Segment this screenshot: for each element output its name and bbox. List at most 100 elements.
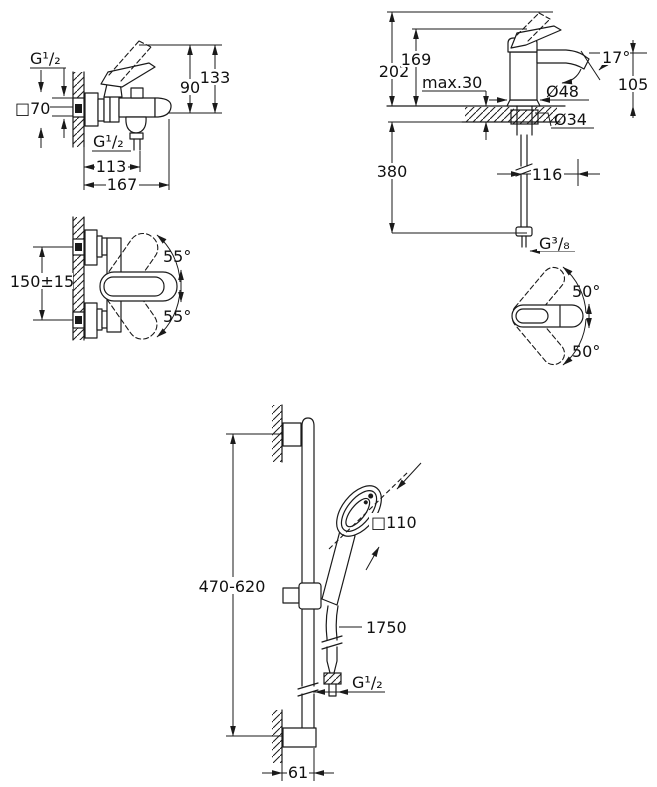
label-deck-max30: max.30 (422, 73, 482, 92)
holder-knob (282, 587, 300, 604)
check-valve (109, 95, 120, 123)
label-wall-offset-61: 61 (288, 763, 308, 782)
spray-nozzle-dot (363, 500, 368, 505)
lever-handle (100, 62, 156, 88)
dimension-lines (562, 266, 592, 366)
shower-rail (301, 417, 315, 687)
label-swing-up-50: 50° (572, 282, 600, 301)
label-backdrop (95, 159, 128, 175)
lever-raised-outline (516, 12, 551, 42)
label-escutcheon-size: □70 (15, 99, 50, 118)
label-height-133: 133 (200, 68, 231, 87)
label-backdrop (199, 69, 231, 85)
label-backdrop (377, 163, 408, 179)
basin-mixer-view: 202 169 max.30 17° 105 Ø48 Ø34 380 116 G… (377, 11, 649, 254)
label-spacing-150: 150±15 (10, 272, 74, 291)
dimension-lines (226, 433, 422, 781)
rail-bracket-top (282, 422, 302, 447)
label-backdrop (537, 234, 575, 251)
diverter-bell (125, 116, 147, 134)
union-nut (103, 96, 111, 123)
label-backdrop (199, 577, 266, 594)
spray-nozzle-dot (368, 493, 374, 499)
label-backdrop (287, 765, 309, 780)
hose-outlet-nut (129, 132, 144, 140)
rail-break-marks (297, 682, 319, 697)
spout (154, 97, 172, 118)
label-backdrop (531, 166, 564, 182)
label-width-167: 167 (107, 175, 138, 194)
union-nut (96, 235, 103, 258)
label-backdrop (12, 273, 73, 289)
union-nut (96, 308, 103, 331)
lever-handle (99, 271, 178, 302)
bath-mixer-plan-view: 55° 55° 150±15 (10, 216, 191, 341)
dimension-lines-upper (387, 11, 553, 140)
label-height-380: 380 (377, 162, 408, 181)
label-thread-top: G¹/₂ (30, 49, 61, 68)
handshower-grip (321, 526, 356, 606)
head-axis-centerline (328, 471, 409, 550)
deck-hatch (535, 107, 557, 122)
basin-handle-rotation-view: 50° 50° (511, 266, 600, 366)
faucet-body (509, 51, 538, 101)
shower-rail-lower (301, 693, 315, 729)
lever-raised-outline (108, 40, 152, 82)
escutcheon-bottom (84, 302, 98, 339)
hose-assembly (321, 605, 343, 697)
label-backdrop (106, 177, 139, 193)
label-dia-34: Ø34 (554, 110, 587, 129)
mixer-body (118, 97, 156, 118)
label-angle-17: 17° (602, 48, 630, 67)
label-swing-up-55: 55° (163, 247, 191, 266)
label-backdrop (178, 79, 202, 95)
lever-inner-line (515, 308, 549, 324)
escutcheon-top (84, 229, 98, 266)
wall-union-core (75, 243, 82, 251)
label-swing-down-55: 55° (163, 307, 191, 326)
label-backdrop (618, 76, 649, 92)
label-dia-48: Ø48 (546, 82, 579, 101)
handshower-head (336, 485, 382, 537)
union-nut (97, 98, 105, 122)
label-backdrop (600, 47, 630, 65)
label-head-size: □110 (371, 513, 417, 532)
escutcheon (84, 92, 99, 127)
wall-union-core (75, 316, 82, 324)
union-nut (101, 310, 108, 329)
wall-union-core (75, 104, 82, 113)
label-thread-g12: G¹/₂ (352, 673, 383, 692)
water-stream-arrow (561, 68, 582, 85)
label-width-116: 116 (532, 165, 563, 184)
diverter-knob (130, 87, 144, 99)
deck-hatch (465, 107, 514, 122)
union-nut (101, 237, 108, 256)
label-rail-range: 470-620 (199, 577, 266, 596)
shower-rail-view: 470-620 □110 1750 G¹/₂ 61 (199, 404, 422, 782)
label-height-105: 105 (618, 75, 649, 94)
label-backdrop (369, 513, 415, 530)
hose-outlet-pipe (133, 138, 141, 151)
wall-hatch (73, 217, 84, 340)
spray-angle-line (580, 50, 601, 81)
label-swing-down-50: 50° (572, 342, 600, 361)
under-deck-hardware (510, 105, 539, 248)
hose-connector (515, 226, 533, 237)
spout (536, 49, 590, 70)
hose-nut (323, 672, 342, 685)
dimension-lines (33, 234, 184, 338)
shower-holder (298, 582, 322, 610)
label-backdrop (401, 51, 431, 67)
label-hose-length: 1750 (366, 618, 407, 637)
lever-handle (510, 25, 562, 49)
label-height-90: 90 (180, 78, 200, 97)
label-thread-bottom: G¹/₂ (93, 132, 124, 151)
base-flare (506, 99, 541, 107)
lever-inner-line (103, 276, 165, 297)
rail-bracket-bottom (282, 727, 317, 748)
label-thread-g38: G³/₈ (539, 234, 570, 253)
mounting-nut (510, 109, 539, 125)
label-height-169: 169 (401, 50, 432, 69)
